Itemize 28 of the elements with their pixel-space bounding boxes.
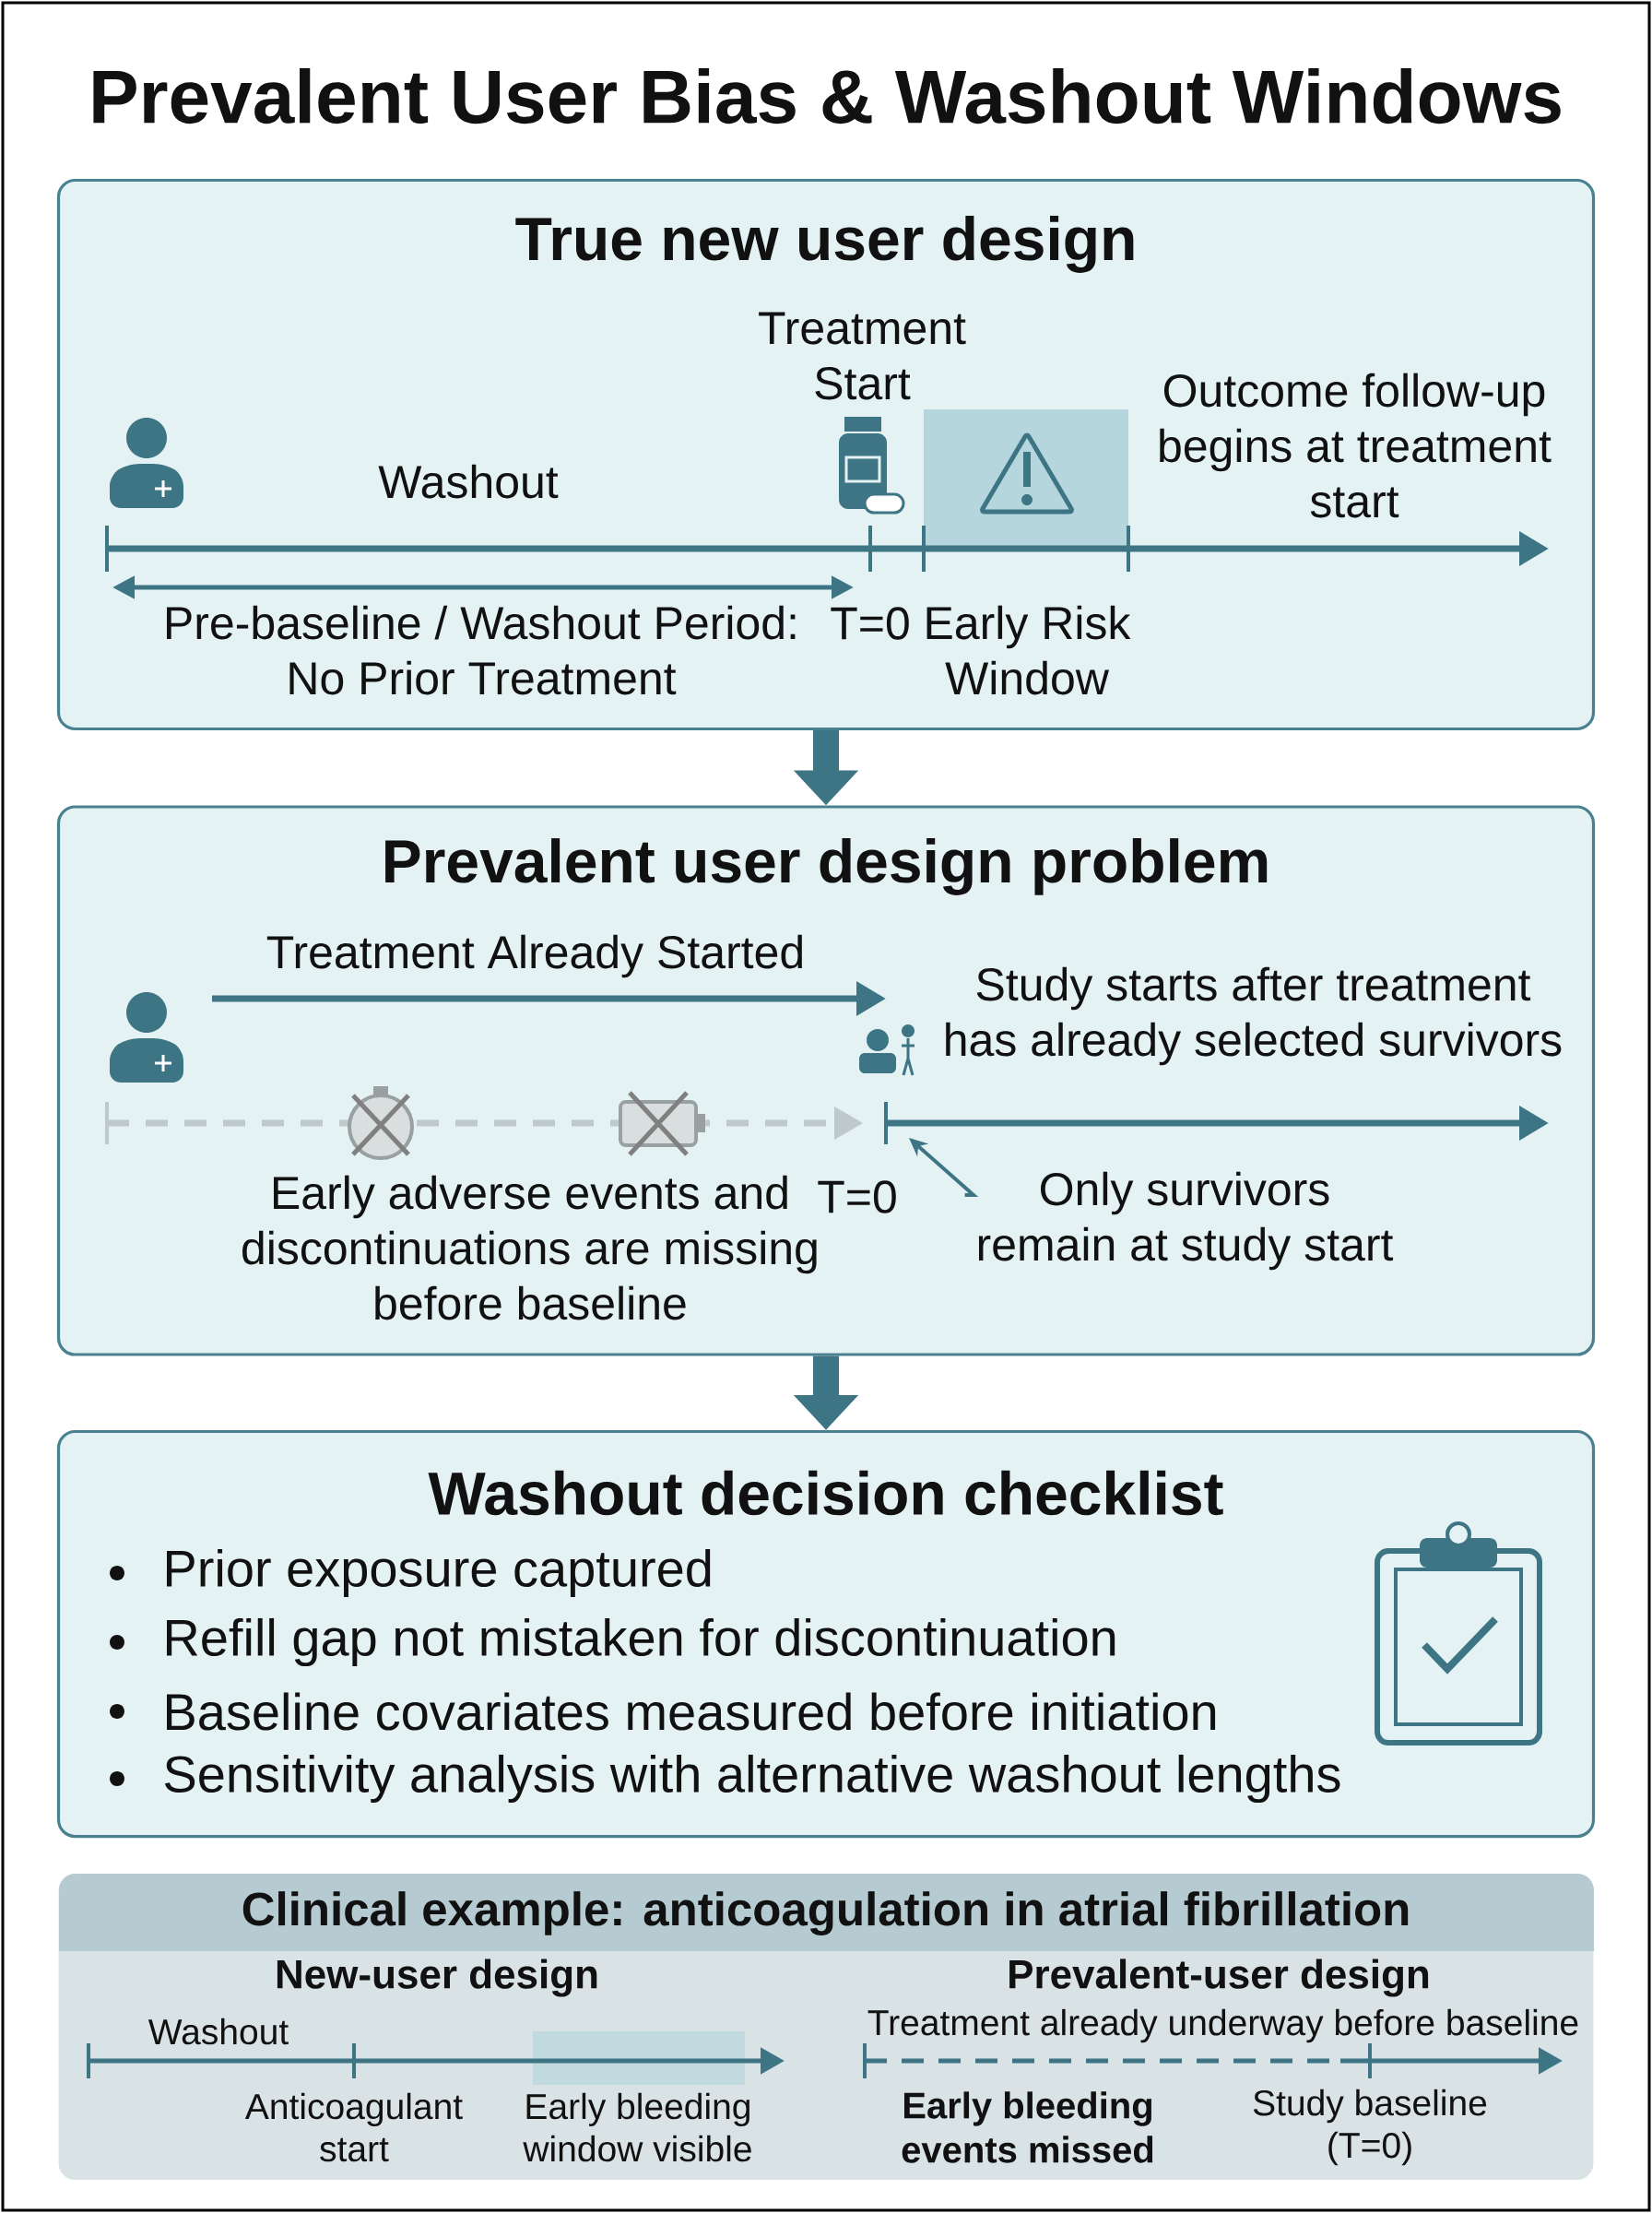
panel-heading: True new user design bbox=[515, 216, 1134, 273]
panel-heading: Clinical example: anticoagulation in atrial fibrillation bbox=[242, 1891, 1409, 1935]
label: Washout bbox=[148, 2018, 289, 2045]
label: Early bleeding events missed bbox=[902, 2091, 1153, 2163]
title: Prevalent User Bias & Washout Windows bbox=[93, 67, 1561, 124]
label: Early adverse events and discontinuations are missing before baseline bbox=[242, 1175, 817, 1320]
label: Prevalent-user design bbox=[1009, 1959, 1429, 1997]
label: Pre-baseline / Washout Period: No Prior Treatment bbox=[167, 605, 796, 695]
label: Treatment already underway before baseline bbox=[867, 2008, 1578, 2043]
checklist-item: Prior exposure captured bbox=[167, 1548, 711, 1598]
label: Treatment Already Started bbox=[266, 934, 802, 978]
label: Early bleeding window visible bbox=[523, 2092, 751, 2162]
label: Outcome follow-up begins at treatment start bbox=[1160, 373, 1552, 518]
callout-text: Only survivors remain at study start bbox=[978, 1171, 1394, 1271]
label: T=0 bbox=[818, 1180, 896, 1213]
label: Early Risk Window bbox=[926, 605, 1131, 695]
label: T=0 bbox=[831, 607, 909, 640]
label: Study starts after treatment has already selected survivors bbox=[946, 966, 1562, 1066]
panel-heading: Washout decision checklist bbox=[428, 1470, 1223, 1516]
label: Washout bbox=[378, 464, 559, 499]
panel-heading: Prevalent user design problem bbox=[385, 838, 1268, 895]
label: Treatment Start bbox=[759, 312, 966, 400]
label: New-user design bbox=[277, 1959, 597, 1997]
checklist-item: Sensitivity analysis with alternative washout lengths bbox=[164, 1754, 1340, 1804]
label: Anticoagulant start bbox=[244, 2092, 463, 2162]
checklist-item: Baseline covariates measured before initiation bbox=[167, 1692, 1216, 1731]
checklist-item: Refill gap not mistaken for discontinuation bbox=[167, 1617, 1115, 1667]
label: Study baseline (T=0) bbox=[1253, 2089, 1487, 2166]
